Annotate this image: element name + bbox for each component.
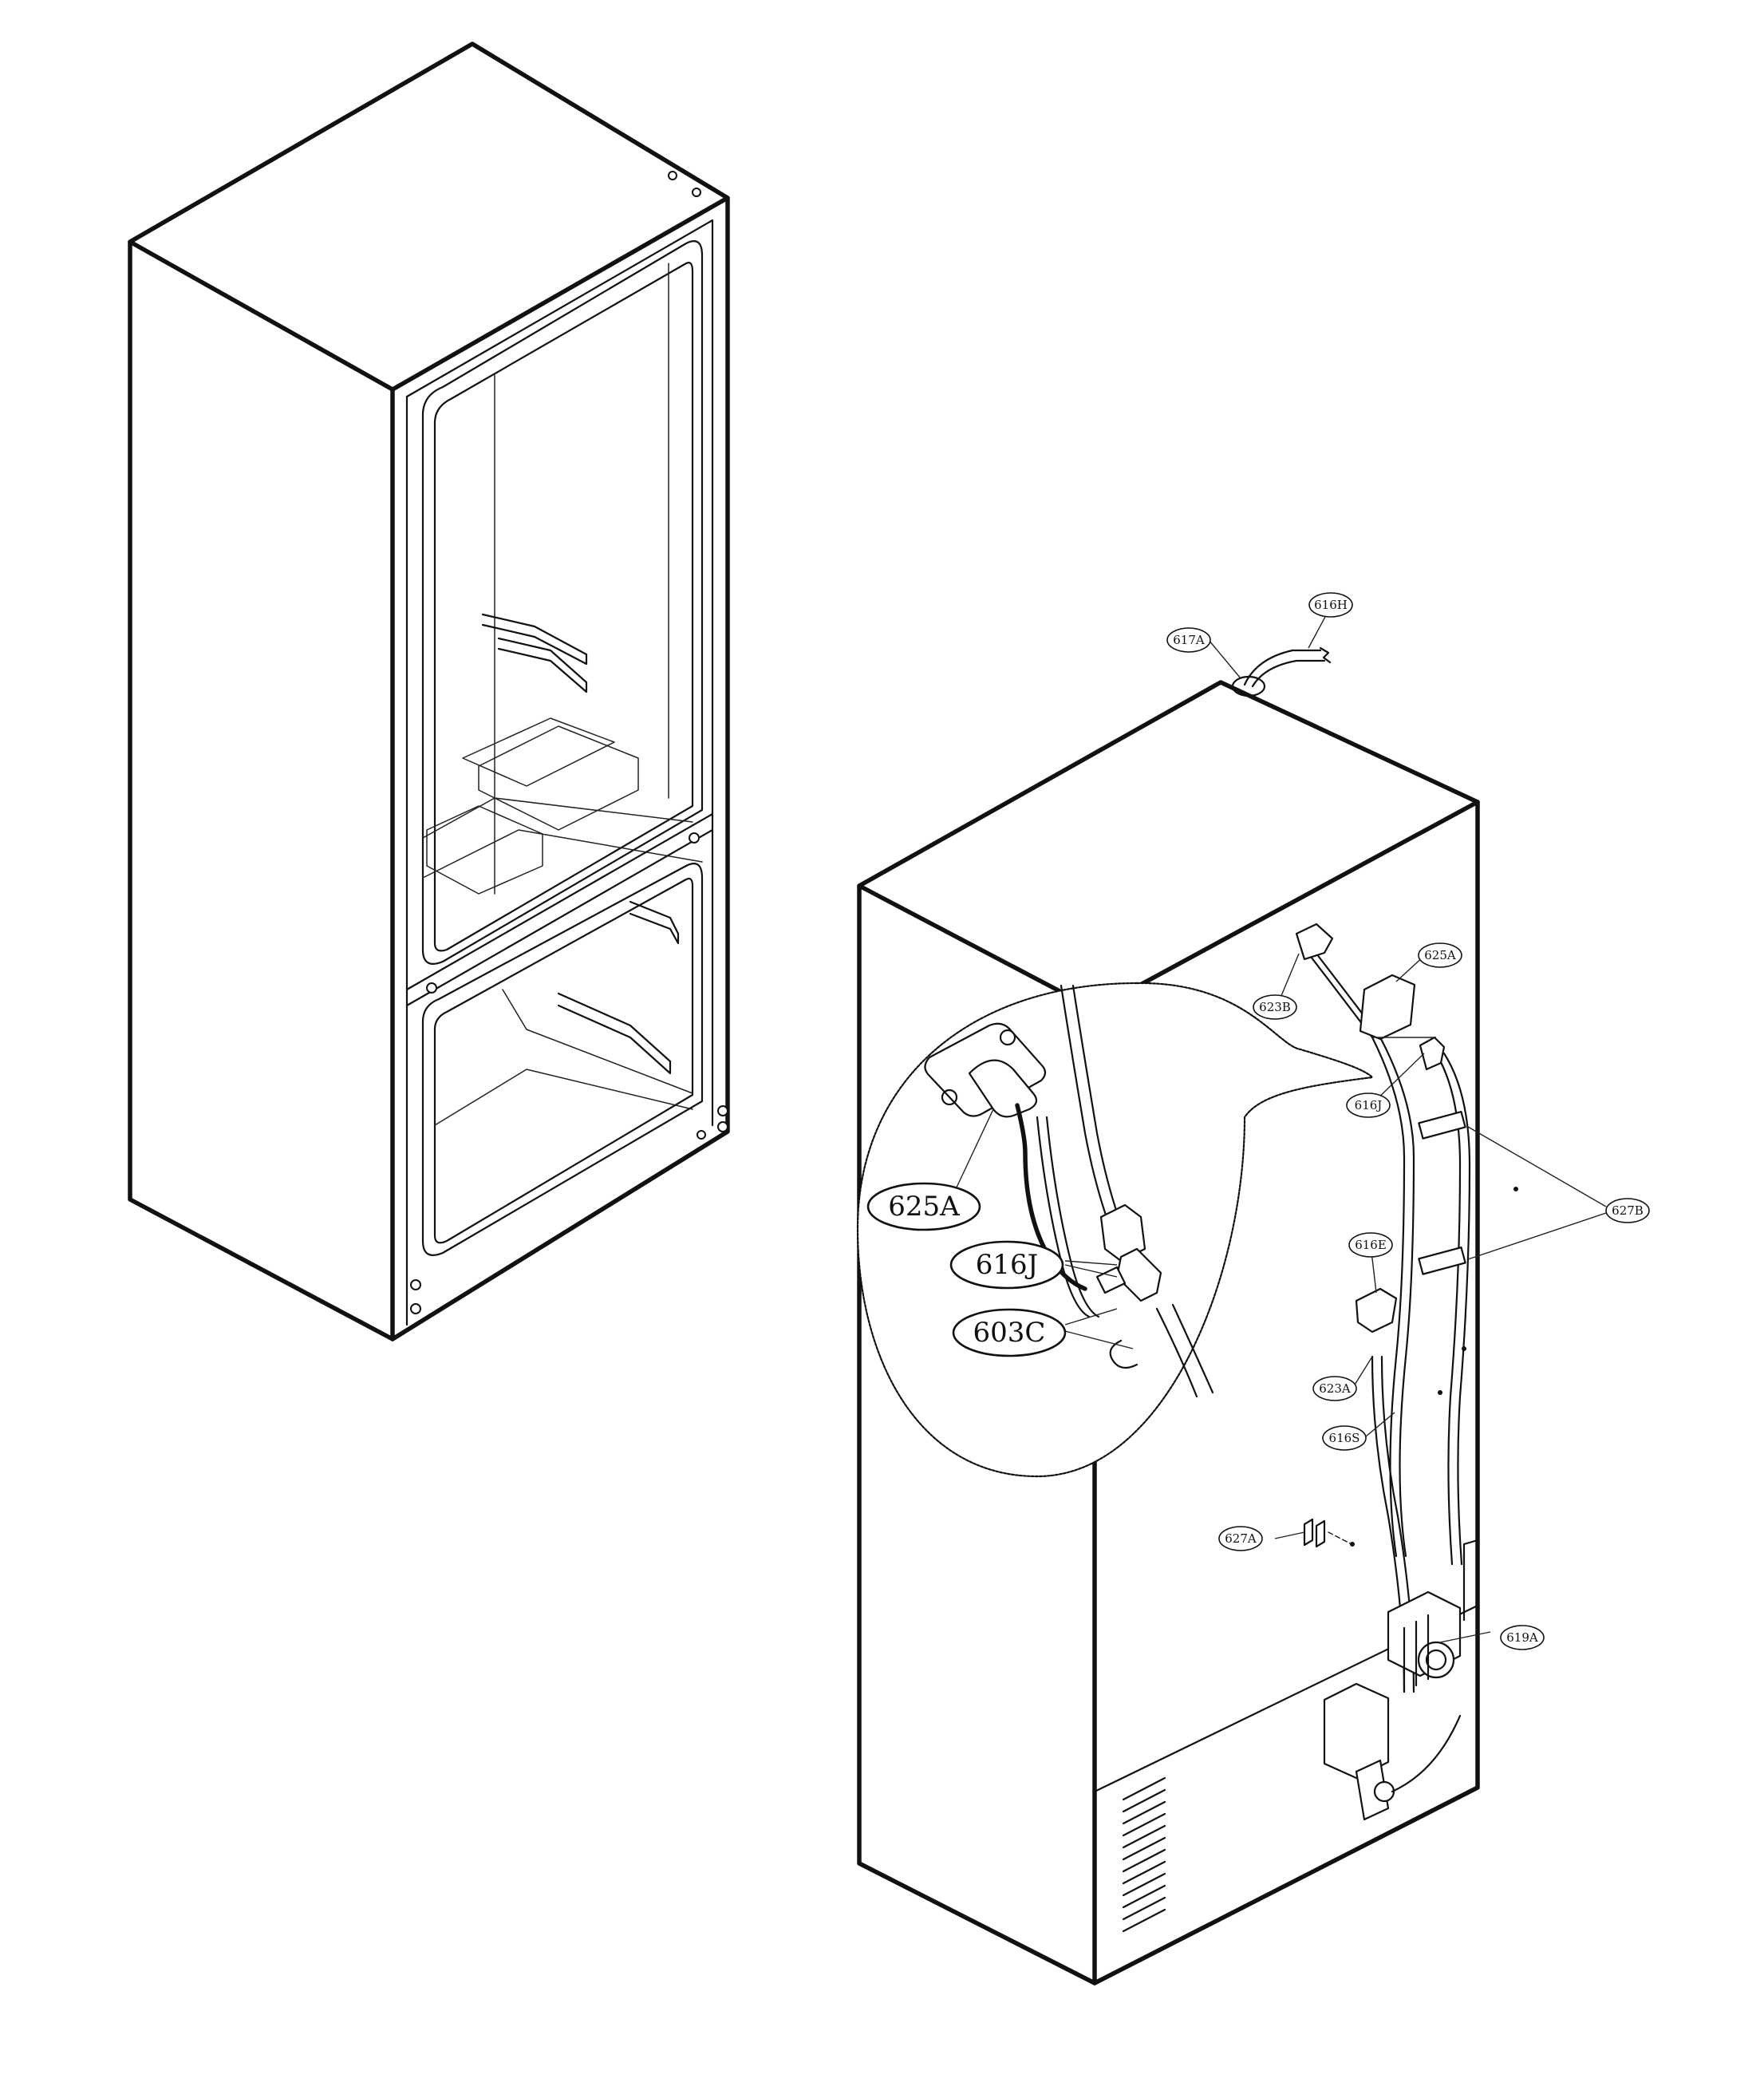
svg-text:625A: 625A <box>1424 948 1456 962</box>
svg-text:603C: 603C <box>973 1317 1046 1349</box>
part-label-627b: 627B <box>1605 1198 1650 1223</box>
clamp-627a <box>1303 1518 1326 1548</box>
part-label-623a: 623A <box>1312 1376 1357 1401</box>
svg-text:616S: 616S <box>1329 1431 1360 1445</box>
callout-label-616j: 616J <box>949 1240 1064 1290</box>
part-623b <box>1295 923 1334 961</box>
part-label-625a: 625A <box>1418 942 1462 968</box>
part-label-623b: 623B <box>1253 994 1297 1020</box>
clamp-627b-lower <box>1418 1246 1466 1275</box>
part-label-617a: 617A <box>1166 627 1211 653</box>
callout-label-625a: 625A <box>866 1182 981 1231</box>
svg-text:616E: 616E <box>1355 1238 1387 1252</box>
svg-text:619A: 619A <box>1506 1630 1538 1645</box>
part-label-616s: 616S <box>1322 1425 1367 1451</box>
cabinet-front-view <box>128 41 730 1341</box>
svg-text:616J: 616J <box>976 1249 1039 1281</box>
part-label-616e: 616E <box>1348 1232 1393 1258</box>
svg-text:623A: 623A <box>1319 1381 1351 1396</box>
svg-text:625A: 625A <box>888 1191 960 1223</box>
water-valve-assembly-619a <box>1323 1590 1462 1821</box>
part-625a <box>1359 974 1416 1041</box>
svg-text:623B: 623B <box>1259 1000 1291 1014</box>
clamp-627b-upper <box>1418 1110 1466 1140</box>
part-label-619a: 619A <box>1500 1625 1545 1650</box>
part-616e <box>1355 1287 1398 1333</box>
svg-text:617A: 617A <box>1173 633 1205 647</box>
svg-text:616H: 616H <box>1314 598 1348 612</box>
svg-text:627A: 627A <box>1225 1531 1257 1546</box>
svg-text:627B: 627B <box>1612 1203 1644 1218</box>
part-label-616j: 616J <box>1346 1092 1391 1118</box>
part-label-627a: 627A <box>1218 1526 1263 1551</box>
part-label-616h: 616H <box>1308 592 1353 618</box>
callout-label-603c: 603C <box>952 1308 1067 1357</box>
part-616j <box>1419 1036 1446 1071</box>
vent-grille <box>1122 1776 1166 1933</box>
svg-text:616J: 616J <box>1355 1098 1383 1112</box>
